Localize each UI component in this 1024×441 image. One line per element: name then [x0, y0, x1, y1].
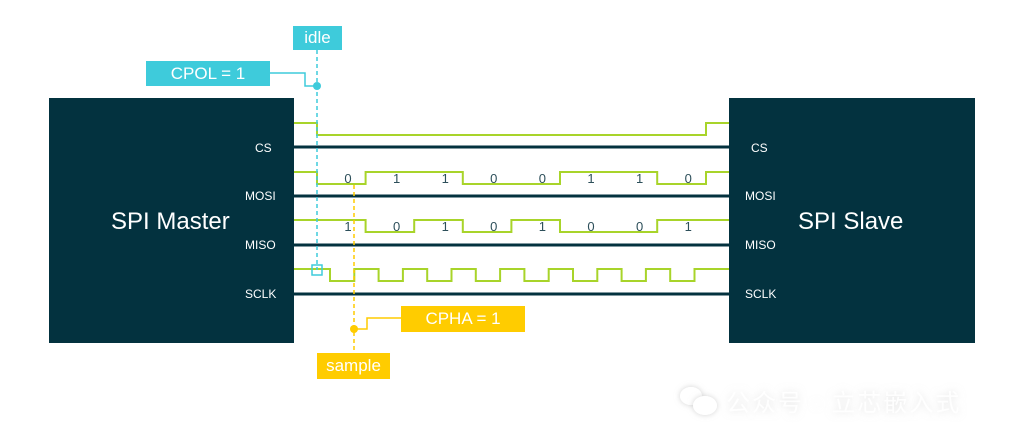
miso-bit-labels: 1 0 1 0 1 0 0 1 [344, 219, 691, 234]
cpol-connector [270, 72, 317, 87]
sample-label: sample [317, 353, 390, 379]
miso-bit-label: 0 [636, 219, 643, 234]
mosi-bit-label: 1 [636, 171, 643, 186]
master-pin-mosi: MOSI [245, 189, 276, 203]
slave-pin-cs: CS [751, 141, 768, 155]
sample-marker-dot [350, 325, 358, 333]
idle-label: idle [293, 26, 342, 50]
mosi-bit-label: 1 [393, 171, 400, 186]
miso-bit-label: 0 [587, 219, 594, 234]
mosi-bit-label: 0 [685, 171, 692, 186]
spi-slave-title: SPI Slave [798, 208, 904, 235]
slave-pin-sclk: SCLK [745, 287, 777, 301]
master-pin-sclk: SCLK [245, 287, 277, 301]
watermark-text: 公众号 · 立芯嵌入式 [726, 390, 962, 417]
cpol-label: CPOL = 1 [146, 61, 270, 86]
bus-lines [294, 145, 729, 296]
sclk-waveform [294, 268, 729, 282]
miso-bit-label: 1 [539, 219, 546, 234]
cpha-label: CPHA = 1 [401, 306, 525, 332]
miso-bit-label: 1 [442, 219, 449, 234]
miso-waveform [294, 219, 729, 233]
idle-marker-dot [313, 82, 321, 90]
spi-slave-block: SPI Slave CS MOSI MISO SCLK [729, 98, 975, 343]
mosi-bit-label: 0 [539, 171, 546, 186]
miso-bit-label: 0 [393, 219, 400, 234]
idle-clock-marker [311, 264, 323, 276]
miso-bit-label: 1 [685, 219, 692, 234]
mosi-bit-label: 0 [490, 171, 497, 186]
mosi-bit-labels: 0 1 1 0 0 1 1 0 [344, 171, 691, 186]
mosi-bit-label: 1 [587, 171, 594, 186]
slave-pin-mosi: MOSI [745, 189, 776, 203]
cs-waveform [294, 122, 729, 136]
miso-bit-label: 1 [344, 219, 351, 234]
slave-pin-miso: MISO [745, 238, 776, 252]
spi-master-title: SPI Master [111, 208, 230, 235]
mosi-bit-label: 1 [442, 171, 449, 186]
master-pin-miso: MISO [245, 238, 276, 252]
mosi-bit-label: 0 [344, 171, 351, 186]
master-pin-cs: CS [255, 141, 272, 155]
watermark: 公众号 · 立芯嵌入式 [680, 383, 961, 418]
spi-master-block: SPI Master CS MOSI MISO SCLK [49, 98, 294, 343]
cpha-connector [354, 317, 401, 330]
mosi-waveform [294, 171, 729, 185]
miso-bit-label: 0 [490, 219, 497, 234]
wechat-icon [680, 386, 718, 415]
